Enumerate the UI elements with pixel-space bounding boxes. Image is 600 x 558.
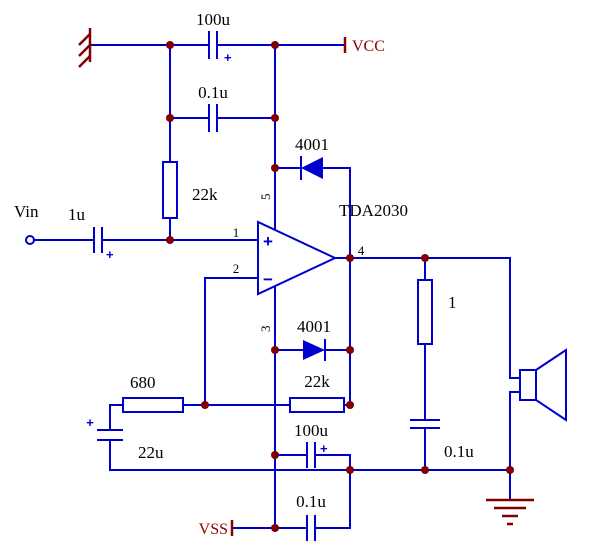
junction-dot	[271, 164, 279, 172]
junction-dots	[166, 41, 514, 532]
resistor-body	[289, 397, 345, 413]
polarity-plus: +	[320, 441, 328, 456]
resistor-label: 1	[448, 293, 457, 312]
ground-hatch	[78, 44, 91, 57]
ground-hatch	[78, 55, 91, 68]
capacitor-hf-bottom: 0.1u	[296, 492, 326, 541]
wire-opamp-area	[33, 167, 351, 529]
junction-dot	[271, 41, 279, 49]
capacitor-label: 0.1u	[444, 442, 474, 461]
opamp-tda2030: + − TDA2030 1 2 4 5 3	[233, 194, 408, 333]
polarity-plus: +	[224, 50, 232, 65]
pin-number-2: 2	[233, 261, 240, 276]
junction-dot	[271, 451, 279, 459]
junction-dot	[166, 41, 174, 49]
capacitor-label: 0.1u	[296, 492, 326, 511]
capacitor-label: 100u	[196, 10, 231, 29]
polarity-plus: +	[86, 415, 94, 430]
junction-dot	[201, 401, 209, 409]
speaker-body	[519, 369, 537, 401]
resistor-zobel: 1	[417, 279, 457, 345]
opamp-minus-sign: −	[263, 270, 273, 289]
junction-dot	[166, 236, 174, 244]
junction-dot	[346, 401, 354, 409]
diode-bottom: 4001	[297, 317, 331, 361]
pin-number-1: 1	[233, 225, 240, 240]
resistor-label: 22k	[192, 185, 218, 204]
wire-top-rails	[89, 44, 346, 241]
resistor-bias: 22k	[162, 161, 218, 219]
capacitor-label: 1u	[68, 205, 86, 224]
diode-label: 4001	[297, 317, 331, 336]
resistor-body	[162, 161, 178, 219]
junction-dot	[271, 524, 279, 532]
vss-terminal: VSS	[199, 520, 234, 538]
opamp-plus-sign: +	[263, 232, 273, 251]
ic-label: TDA2030	[339, 201, 408, 220]
vcc-label: VCC	[352, 38, 385, 55]
diode-triangle	[301, 157, 323, 179]
capacitor-bulk-top: 100u +	[196, 10, 232, 65]
junction-dot	[421, 254, 429, 262]
diode-top: 4001	[295, 135, 329, 180]
junction-dot	[506, 466, 514, 474]
polarity-plus: +	[106, 247, 114, 262]
junction-dot	[271, 114, 279, 122]
capacitor-bulk-bottom: 100u +	[294, 421, 329, 468]
opamp-triangle	[257, 220, 338, 296]
junction-dot	[346, 346, 354, 354]
diode-label: 4001	[295, 135, 329, 154]
capacitor-label: 22u	[138, 443, 164, 462]
vss-label: VSS	[199, 521, 228, 538]
pin-number-3: 3	[258, 326, 273, 333]
speaker-icon	[519, 348, 567, 422]
junction-dot	[346, 466, 354, 474]
resistor-body	[417, 279, 433, 345]
capacitor-hf-top: 0.1u	[198, 83, 228, 132]
junction-dot	[346, 254, 354, 262]
junction-dot	[271, 346, 279, 354]
resistor-body	[122, 397, 184, 413]
junction-dot	[166, 114, 174, 122]
vin-terminal: Vin	[14, 202, 39, 245]
resistor-label: 680	[130, 373, 156, 392]
resistor-fb-gnd: 680	[122, 373, 184, 413]
diode-triangle	[303, 340, 325, 360]
chassis-ground-icon	[78, 28, 92, 68]
junction-dot	[421, 466, 429, 474]
pin-number-5: 5	[258, 194, 273, 201]
capacitor-input: 1u +	[68, 205, 114, 262]
earth-ground-icon	[486, 498, 534, 526]
pin-number-4: 4	[358, 243, 365, 258]
vin-port-circle	[25, 235, 35, 245]
capacitor-zobel: 0.1u	[410, 419, 474, 461]
resistor-label: 22k	[304, 372, 330, 391]
vcc-terminal: VCC	[343, 37, 385, 55]
vin-label: Vin	[14, 202, 39, 221]
capacitor-label: 100u	[294, 421, 329, 440]
ground-hatch	[78, 33, 91, 46]
capacitor-label: 0.1u	[198, 83, 228, 102]
resistor-fb: 22k	[289, 372, 345, 413]
speaker-horn	[535, 348, 567, 422]
capacitor-fb: 22u +	[86, 415, 164, 462]
